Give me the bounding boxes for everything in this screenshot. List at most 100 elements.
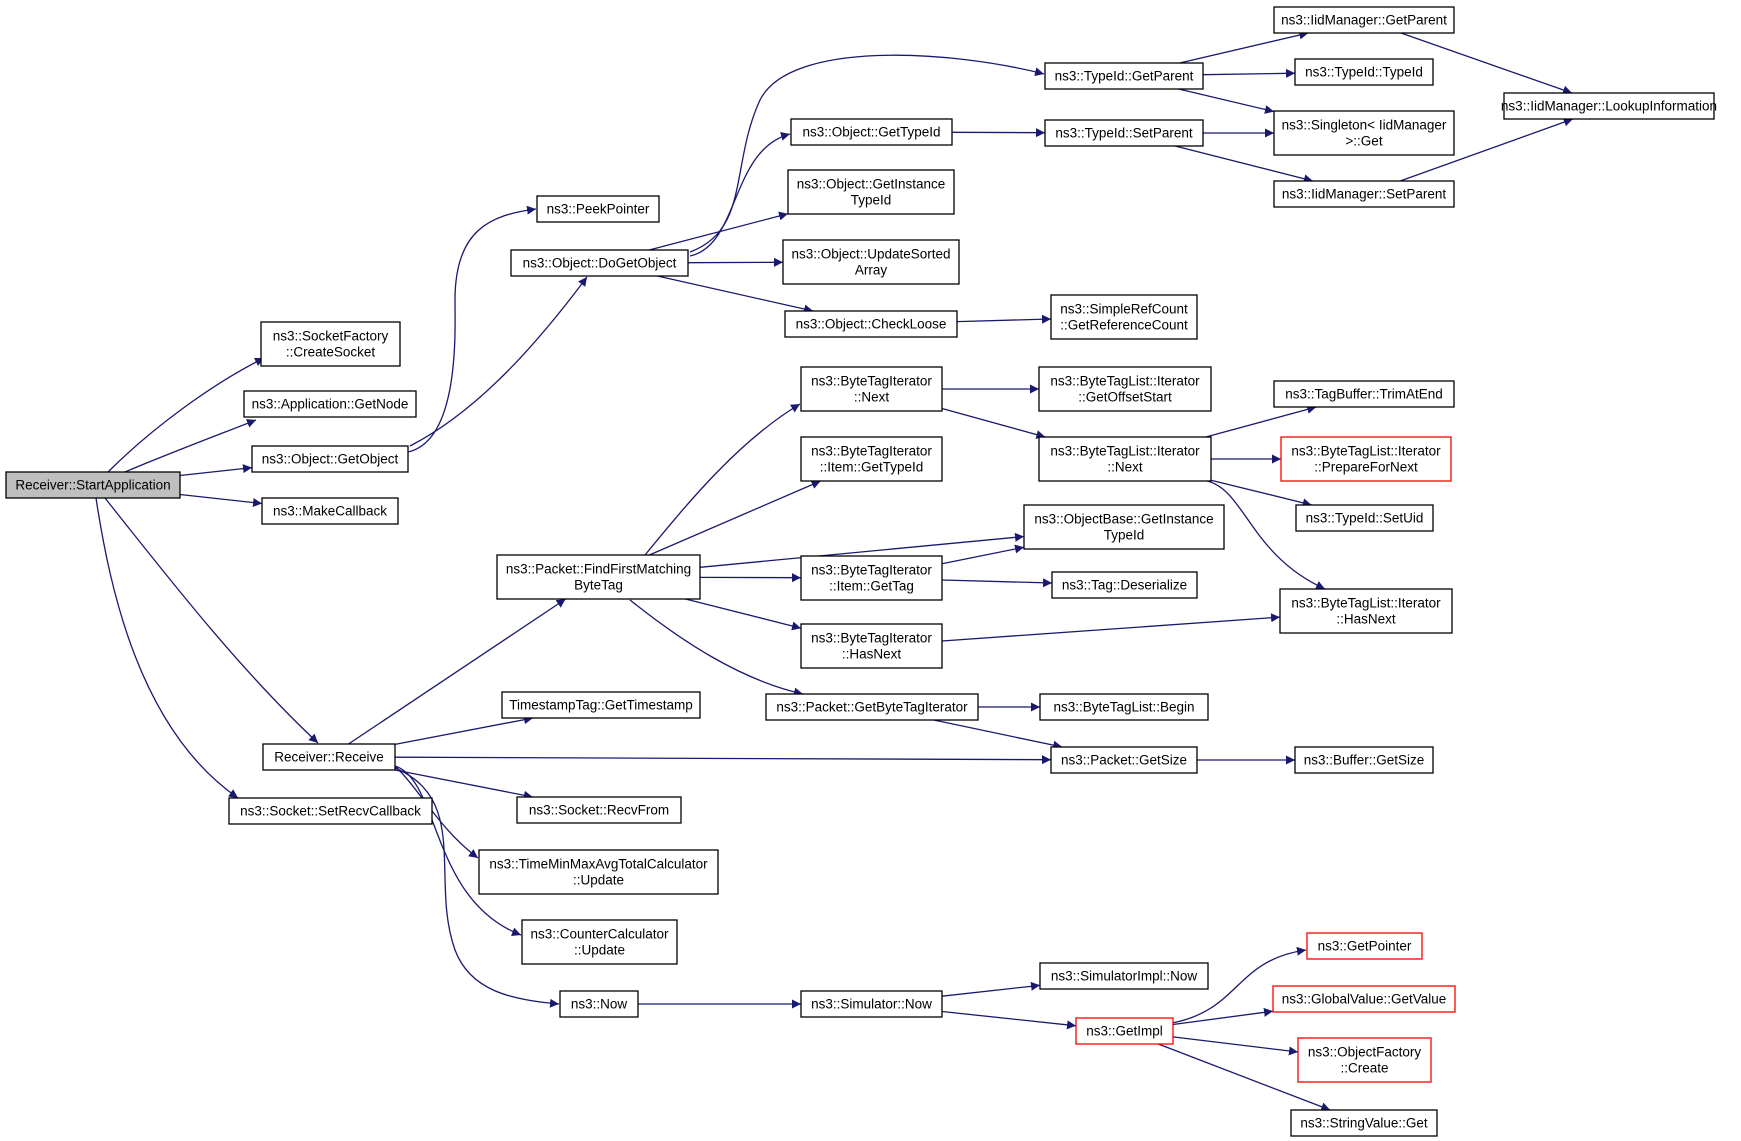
graph-node-socket-recvfrom[interactable]: ns3::Socket::RecvFrom [516,796,682,824]
graph-node-packet-getsize[interactable]: ns3::Packet::GetSize [1050,746,1198,774]
graph-node-bytetagiterator-item-gettypeid[interactable]: ns3::ByteTagIterator::Item::GetTypeId [800,436,943,482]
graph-node-getimpl[interactable]: ns3::GetImpl [1075,1017,1174,1045]
node-box [1279,588,1453,634]
node-box [228,797,433,825]
call-edge-n16-to-n20 [1400,32,1573,95]
graph-node-typeid-setparent[interactable]: ns3::TypeId::SetParent [1044,119,1204,147]
graph-node-object-gettypeid[interactable]: ns3::Object::GetTypeId [790,118,953,146]
node-label: ns3::PeekPointer [547,202,650,217]
graph-node-object-dogetobject[interactable]: ns3::Object::DoGetObject [510,249,689,277]
node-label: ::Next [854,390,890,405]
node-label: ns3::Object::DoGetObject [523,256,677,271]
graph-node-timeminmaxavgtotalcalculator-update[interactable]: ns3::TimeMinMaxAvgTotalCalculator::Updat… [478,849,719,895]
node-label: ns3::IidManager::LookupInformation [1501,99,1717,114]
graph-node-bytetaglist-iterator-getoffsetstart[interactable]: ns3::ByteTagList::Iterator::GetOffsetSta… [1038,366,1212,412]
node-box [1295,504,1434,532]
graph-node-globalvalue-getvalue[interactable]: ns3::GlobalValue::GetValue [1272,985,1456,1013]
graph-node-typeid-typeid[interactable]: ns3::TypeId::TypeId [1294,58,1434,86]
node-box [787,169,955,215]
graph-node-typeid-getparent[interactable]: ns3::TypeId::GetParent [1044,62,1204,90]
call-edge-n5-to-n22 [394,715,534,746]
call-edge-n33-to-n41 [1206,480,1326,590]
node-box [1273,110,1455,156]
node-box [782,239,960,285]
node-box [800,555,943,601]
node-label: ns3::Object::UpdateSorted [791,247,950,262]
node-box [496,554,701,600]
graph-node-timestamptag-gettimestamp[interactable]: TimestampTag::GetTimestamp [501,691,701,719]
call-edge-n0-to-n2 [124,419,257,473]
graph-node-makecallback[interactable]: ns3::MakeCallback [261,497,399,525]
node-label: ns3::TypeId::GetParent [1055,69,1194,84]
graph-node-bytetagiterator-next[interactable]: ns3::ByteTagIterator::Next [800,366,943,412]
graph-node-tag-deserialize[interactable]: ns3::Tag::Deserialize [1051,571,1198,599]
graph-node-application-getnode[interactable]: ns3::Application::GetNode [243,390,417,418]
graph-node-receiver-receive[interactable]: Receiver::Receive [262,743,396,771]
graph-node-now[interactable]: ns3::Now [559,990,639,1018]
graph-node-objectfactory-create[interactable]: ns3::ObjectFactory::Create [1297,1037,1432,1083]
graph-node-typeid-setuid[interactable]: ns3::TypeId::SetUid [1295,504,1434,532]
node-box [800,990,943,1018]
node-box [1039,693,1209,721]
node-label: ns3::TypeId::SetParent [1055,126,1193,141]
graph-node-iidmanager-setparent[interactable]: ns3::IidManager::SetParent [1273,180,1455,208]
node-label: ns3::MakeCallback [273,504,387,519]
graph-node-tagbuffer-trimatend[interactable]: ns3::TagBuffer::TrimAtEnd [1273,380,1455,408]
node-label: ns3::SimpleRefCount [1060,302,1188,317]
call-edge-n5-to-n37 [394,755,1052,765]
graph-node-singleton-iidmanager-get[interactable]: ns3::Singleton< IidManager>::Get [1273,110,1455,156]
node-label: ns3::ByteTagList::Iterator [1050,374,1200,389]
graph-node-peekpointer[interactable]: ns3::PeekPointer [536,195,660,223]
graph-node-socketfactory-createsocket[interactable]: ns3::SocketFactory::CreateSocket [260,321,401,367]
graph-node-bytetagiterator-item-gettag[interactable]: ns3::ByteTagIterator::Item::GetTag [800,555,943,601]
graph-node-object-checkloose[interactable]: ns3::Object::CheckLoose [784,310,958,338]
graph-node-receiver-startapplication[interactable]: Receiver::StartApplication [5,471,181,499]
graph-node-bytetaglist-iterator-preparefornext[interactable]: ns3::ByteTagList::Iterator::PrepareForNe… [1280,436,1452,482]
graph-node-bytetaglist-begin[interactable]: ns3::ByteTagList::Begin [1039,693,1209,721]
graph-node-socket-setrecvcallback[interactable]: ns3::Socket::SetRecvCallback [228,797,433,825]
call-edge-n29-to-n34 [941,544,1025,565]
graph-node-iidmanager-getparent[interactable]: ns3::IidManager::GetParent [1273,6,1455,34]
node-label: ns3::ObjectFactory [1308,1045,1422,1060]
node-label: ::GetReferenceCount [1060,318,1188,333]
call-edge-n19-to-n20 [1399,117,1574,182]
node-label: ns3::TypeId::SetUid [1306,511,1424,526]
node-label: ::PrepareForNext [1314,460,1418,475]
node-label: ::Item::GetTag [829,579,914,594]
call-edge-n21-to-n28 [649,480,821,556]
node-label: ns3::GlobalValue::GetValue [1282,992,1447,1007]
node-box [1272,985,1456,1013]
graph-node-simulatorimpl-now[interactable]: ns3::SimulatorImpl::Now [1039,962,1209,990]
call-edge-n21-to-n30 [685,598,802,631]
graph-node-buffer-getsize[interactable]: ns3::Buffer::GetSize [1294,746,1434,774]
graph-node-iidmanager-lookupinformation[interactable]: ns3::IidManager::LookupInformation [1501,92,1717,120]
node-label: ns3::IidManager::GetParent [1281,13,1447,28]
node-label: ns3::Socket::SetRecvCallback [240,804,421,819]
node-box [1290,1109,1438,1137]
node-label: ns3::CounterCalculator [530,927,669,942]
graph-node-packet-getbytetagiterator[interactable]: ns3::Packet::GetByteTagIterator [765,693,979,721]
graph-node-stringvalue-get[interactable]: ns3::StringValue::Get [1290,1109,1438,1137]
graph-node-object-getobject[interactable]: ns3::Object::GetObject [251,445,409,473]
graph-node-bytetaglist-iterator-hasnext[interactable]: ns3::ByteTagList::Iterator::HasNext [1279,588,1453,634]
node-label: ns3::ObjectBase::GetInstance [1034,512,1213,527]
call-edge-n5-to-n26 [394,767,560,1008]
graph-node-simulator-now[interactable]: ns3::Simulator::Now [800,990,943,1018]
node-label: ns3::StringValue::Get [1300,1116,1428,1131]
node-box [1050,746,1198,774]
call-edge-n45-to-n46 [1171,946,1307,1024]
call-edge-n5-to-n21 [348,598,566,745]
node-box [1051,571,1198,599]
graph-node-bytetaglist-iterator-next[interactable]: ns3::ByteTagList::Iterator::Next [1038,436,1212,482]
graph-node-countercalculator-update[interactable]: ns3::CounterCalculator::Update [521,919,678,965]
call-edge-n0-to-n6 [95,497,239,799]
graph-node-simplerefcount-getreferencecount[interactable]: ns3::SimpleRefCount::GetReferenceCount [1050,294,1198,340]
graph-node-bytetagiterator-hasnext[interactable]: ns3::ByteTagIterator::HasNext [800,623,943,669]
graph-node-getpointer[interactable]: ns3::GetPointer [1306,932,1423,960]
node-box [1273,6,1455,34]
node-label: ns3::Object::GetObject [262,452,399,467]
